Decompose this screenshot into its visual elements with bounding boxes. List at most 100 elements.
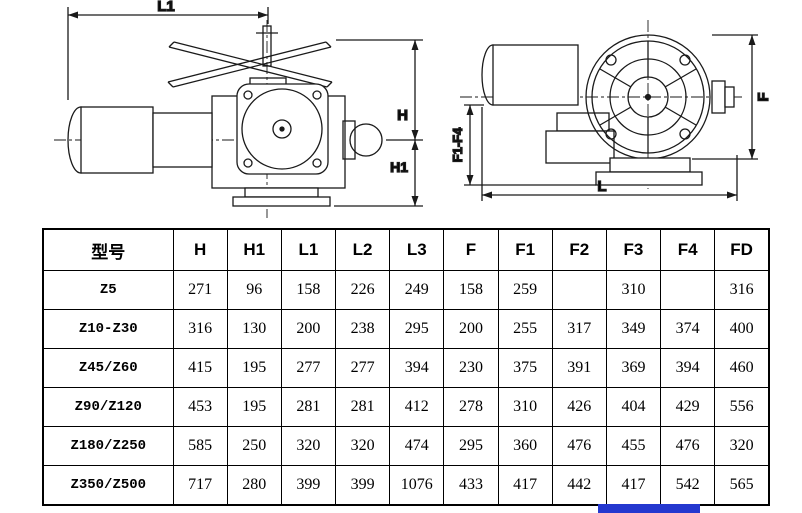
dimension-F (692, 34, 758, 160)
value-cell: 281 (280, 387, 337, 427)
model-cell: Z45/Z60 (42, 348, 174, 388)
value-cell: 226 (335, 270, 391, 310)
model-cell: Z350/Z500 (42, 465, 174, 506)
value-cell: 565 (714, 465, 770, 506)
value-cell: 542 (660, 465, 716, 506)
value-cell: 412 (389, 387, 445, 427)
value-cell: 317 (551, 309, 607, 349)
value-cell: 417 (497, 465, 553, 506)
dim-label-H1: H1 (390, 159, 408, 175)
value-cell: 455 (605, 426, 662, 466)
handwheel (167, 25, 333, 88)
value-cell: 442 (551, 465, 607, 506)
table-header-cell: FD (714, 228, 770, 271)
value-cell: 320 (714, 426, 770, 466)
table-header-cell: H (172, 228, 228, 271)
value-cell: 310 (497, 387, 553, 427)
value-cell (660, 270, 716, 310)
value-cell: 277 (280, 348, 337, 388)
value-cell: 426 (551, 387, 607, 427)
table-header-cell: L2 (335, 228, 391, 271)
side-knob (342, 120, 383, 160)
value-cell: 556 (714, 387, 770, 427)
value-cell: 295 (443, 426, 499, 466)
value-cell: 280 (226, 465, 282, 506)
value-cell: 96 (226, 270, 282, 310)
value-cell: 360 (497, 426, 553, 466)
value-cell: 399 (280, 465, 337, 506)
bottom-blue-bar (598, 504, 700, 513)
value-cell: 200 (443, 309, 499, 349)
value-cell: 404 (605, 387, 662, 427)
value-cell: 255 (497, 309, 553, 349)
table-header-cell: F2 (551, 228, 607, 271)
model-cell: Z10-Z30 (42, 309, 174, 349)
base-flange (595, 157, 703, 186)
table-header-cell: F4 (660, 228, 716, 271)
gearbox-face (236, 83, 329, 175)
model-cell: Z90/Z120 (42, 387, 174, 427)
table-header-cell: F3 (605, 228, 662, 271)
value-cell: 394 (660, 348, 716, 388)
table-header-cell: F (443, 228, 499, 271)
value-cell: 316 (714, 270, 770, 310)
dimension-L1 (67, 7, 269, 100)
value-cell: 230 (443, 348, 499, 388)
value-cell: 453 (172, 387, 228, 427)
model-cell: Z5 (42, 270, 174, 310)
value-cell: 476 (660, 426, 716, 466)
value-cell: 158 (443, 270, 499, 310)
value-cell: 394 (389, 348, 445, 388)
table-header-cell: L3 (389, 228, 445, 271)
value-cell: 158 (280, 270, 337, 310)
value-cell: 195 (226, 348, 282, 388)
value-cell: 400 (714, 309, 770, 349)
value-cell: 130 (226, 309, 282, 349)
value-cell: 474 (389, 426, 445, 466)
model-cell: Z180/Z250 (42, 426, 174, 466)
value-cell: 391 (551, 348, 607, 388)
output-coupling (711, 80, 735, 114)
value-cell: 278 (443, 387, 499, 427)
dimension-H-H1 (334, 39, 423, 207)
value-cell: 717 (172, 465, 228, 506)
value-cell: 295 (389, 309, 445, 349)
side-view-drawing: F F1-F4 L (450, 20, 773, 201)
value-cell (551, 270, 607, 310)
table-header-cell: H1 (226, 228, 282, 271)
value-cell: 310 (605, 270, 662, 310)
value-cell: 476 (551, 426, 607, 466)
value-cell: 259 (497, 270, 553, 310)
value-cell: 281 (335, 387, 391, 427)
front-view-drawing: L1 (54, 0, 423, 218)
dimension-L (481, 107, 738, 201)
motor (67, 106, 213, 174)
value-cell: 433 (443, 465, 499, 506)
value-cell: 374 (660, 309, 716, 349)
value-cell: 585 (172, 426, 228, 466)
table-header-cell: F1 (497, 228, 553, 271)
value-cell: 417 (605, 465, 662, 506)
value-cell: 415 (172, 348, 228, 388)
dim-label-F1-F4: F1-F4 (450, 127, 465, 162)
dim-label-L: L (597, 178, 606, 195)
value-cell: 200 (280, 309, 337, 349)
dimension-F1-F4 (464, 104, 596, 186)
value-cell: 250 (226, 426, 282, 466)
value-cell: 429 (660, 387, 716, 427)
value-cell: 271 (172, 270, 228, 310)
value-cell: 460 (714, 348, 770, 388)
value-cell: 349 (605, 309, 662, 349)
dim-label-H: H (397, 107, 408, 124)
table-header-cell: 型号 (42, 228, 174, 271)
value-cell: 369 (605, 348, 662, 388)
base-flange (232, 187, 331, 207)
